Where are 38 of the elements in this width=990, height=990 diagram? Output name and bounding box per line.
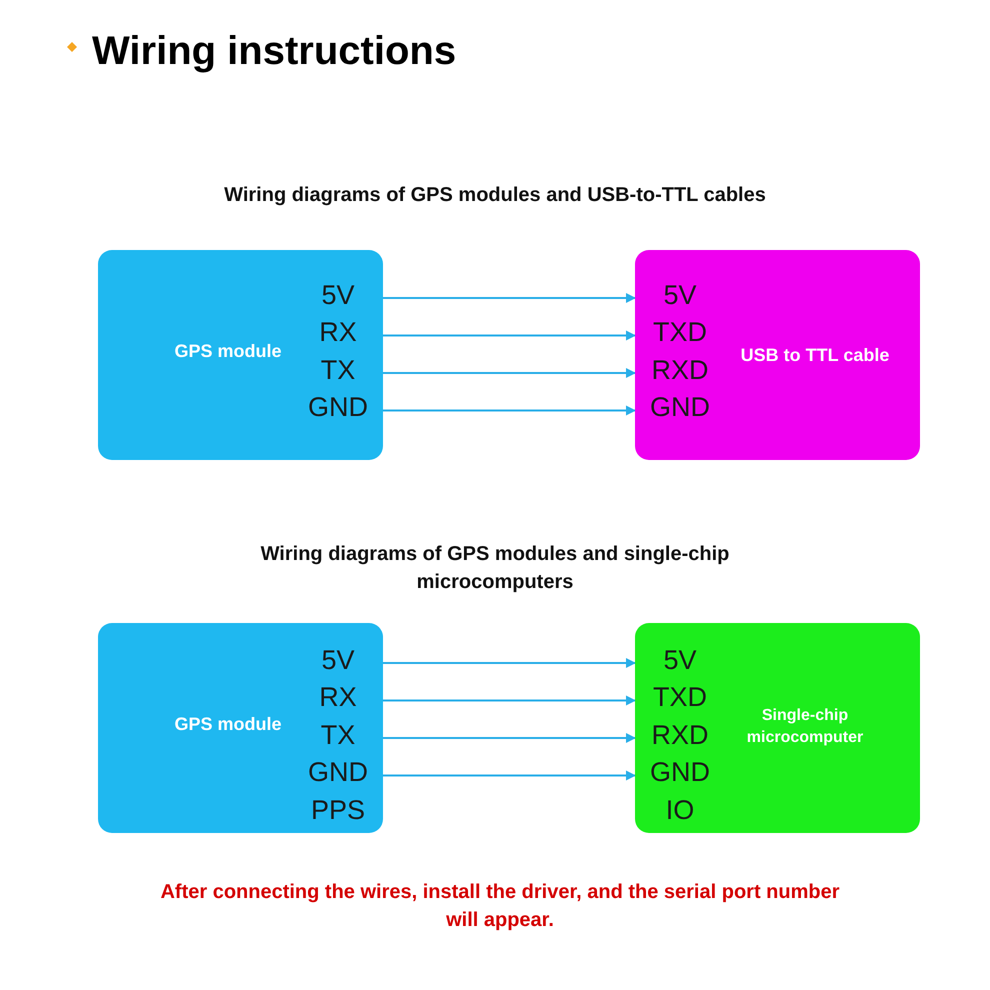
arrow bbox=[383, 368, 636, 378]
module-name: USB to TTL cable bbox=[740, 344, 890, 367]
pin-label: TXD bbox=[635, 680, 725, 714]
arrow bbox=[383, 293, 636, 303]
pin-label: RX bbox=[293, 316, 383, 350]
module-name: GPS module bbox=[173, 340, 282, 363]
pin-label: GND bbox=[293, 390, 383, 424]
module-box bbox=[635, 623, 920, 833]
pin-label: GND bbox=[293, 756, 383, 790]
pin-label: TXD bbox=[635, 316, 725, 350]
arrow bbox=[383, 696, 636, 706]
arrow bbox=[383, 658, 636, 668]
pin-label: RXD bbox=[635, 718, 725, 752]
pin-label: GND bbox=[635, 756, 725, 790]
arrow bbox=[383, 330, 636, 340]
module-box bbox=[98, 250, 383, 460]
pin-label: TX bbox=[293, 353, 383, 387]
note-text: After connecting the wires, install the driver, and the serial port number will appear. bbox=[159, 880, 841, 933]
module-box bbox=[635, 250, 920, 460]
arrow bbox=[383, 733, 636, 743]
arrow bbox=[383, 406, 636, 416]
module-name: Single-chip microcomputer bbox=[746, 706, 864, 748]
module-box bbox=[98, 623, 383, 833]
pin-label: RX bbox=[293, 680, 383, 714]
section-heading: Wiring diagrams of GPS modules and USB-to-TTL cables bbox=[223, 183, 767, 208]
pin-label: 5V bbox=[635, 278, 725, 312]
pin-label: 5V bbox=[635, 643, 725, 677]
pin-label: TX bbox=[293, 718, 383, 752]
pin-label: IO bbox=[635, 793, 725, 827]
pin-label: 5V bbox=[293, 278, 383, 312]
pin-label: GND bbox=[635, 390, 725, 424]
pin-label: PPS bbox=[293, 793, 383, 827]
pin-label: 5V bbox=[293, 643, 383, 677]
arrow bbox=[383, 770, 636, 780]
pin-label: RXD bbox=[635, 353, 725, 387]
section-heading: Wiring diagrams of GPS modules and single-chip microcomputers bbox=[260, 542, 730, 595]
page-title: Wiring instructions bbox=[92, 28, 456, 75]
module-name: GPS module bbox=[173, 713, 282, 736]
